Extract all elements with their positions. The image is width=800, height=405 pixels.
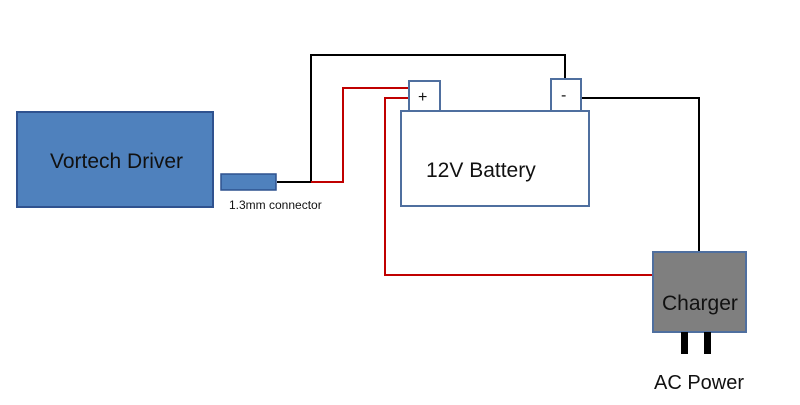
battery-box (400, 110, 590, 207)
vortech-driver-label: Vortech Driver (50, 150, 184, 173)
connector-block (220, 173, 277, 191)
battery-label: 12V Battery (426, 159, 536, 182)
battery-positive-terminal (408, 80, 441, 112)
charger-label: Charger (662, 292, 738, 315)
charger-prong-right (704, 332, 711, 354)
charger-box (652, 251, 747, 333)
black-wire-connector-to-battery-negative (277, 54, 566, 183)
vortech-driver-box (16, 111, 214, 208)
negative-terminal-label: - (561, 87, 567, 104)
positive-terminal-label: + (418, 89, 428, 106)
red-wire-battery-positive-to-charger (384, 97, 653, 276)
connector-label: 1.3mm connector (229, 198, 322, 212)
charger-prong-left (681, 332, 688, 354)
red-wire-connector-to-battery-positive (311, 87, 409, 183)
ac-power-label: AC Power (654, 372, 745, 394)
black-wire-battery-negative-to-charger (581, 97, 700, 252)
battery-negative-terminal (550, 78, 582, 112)
